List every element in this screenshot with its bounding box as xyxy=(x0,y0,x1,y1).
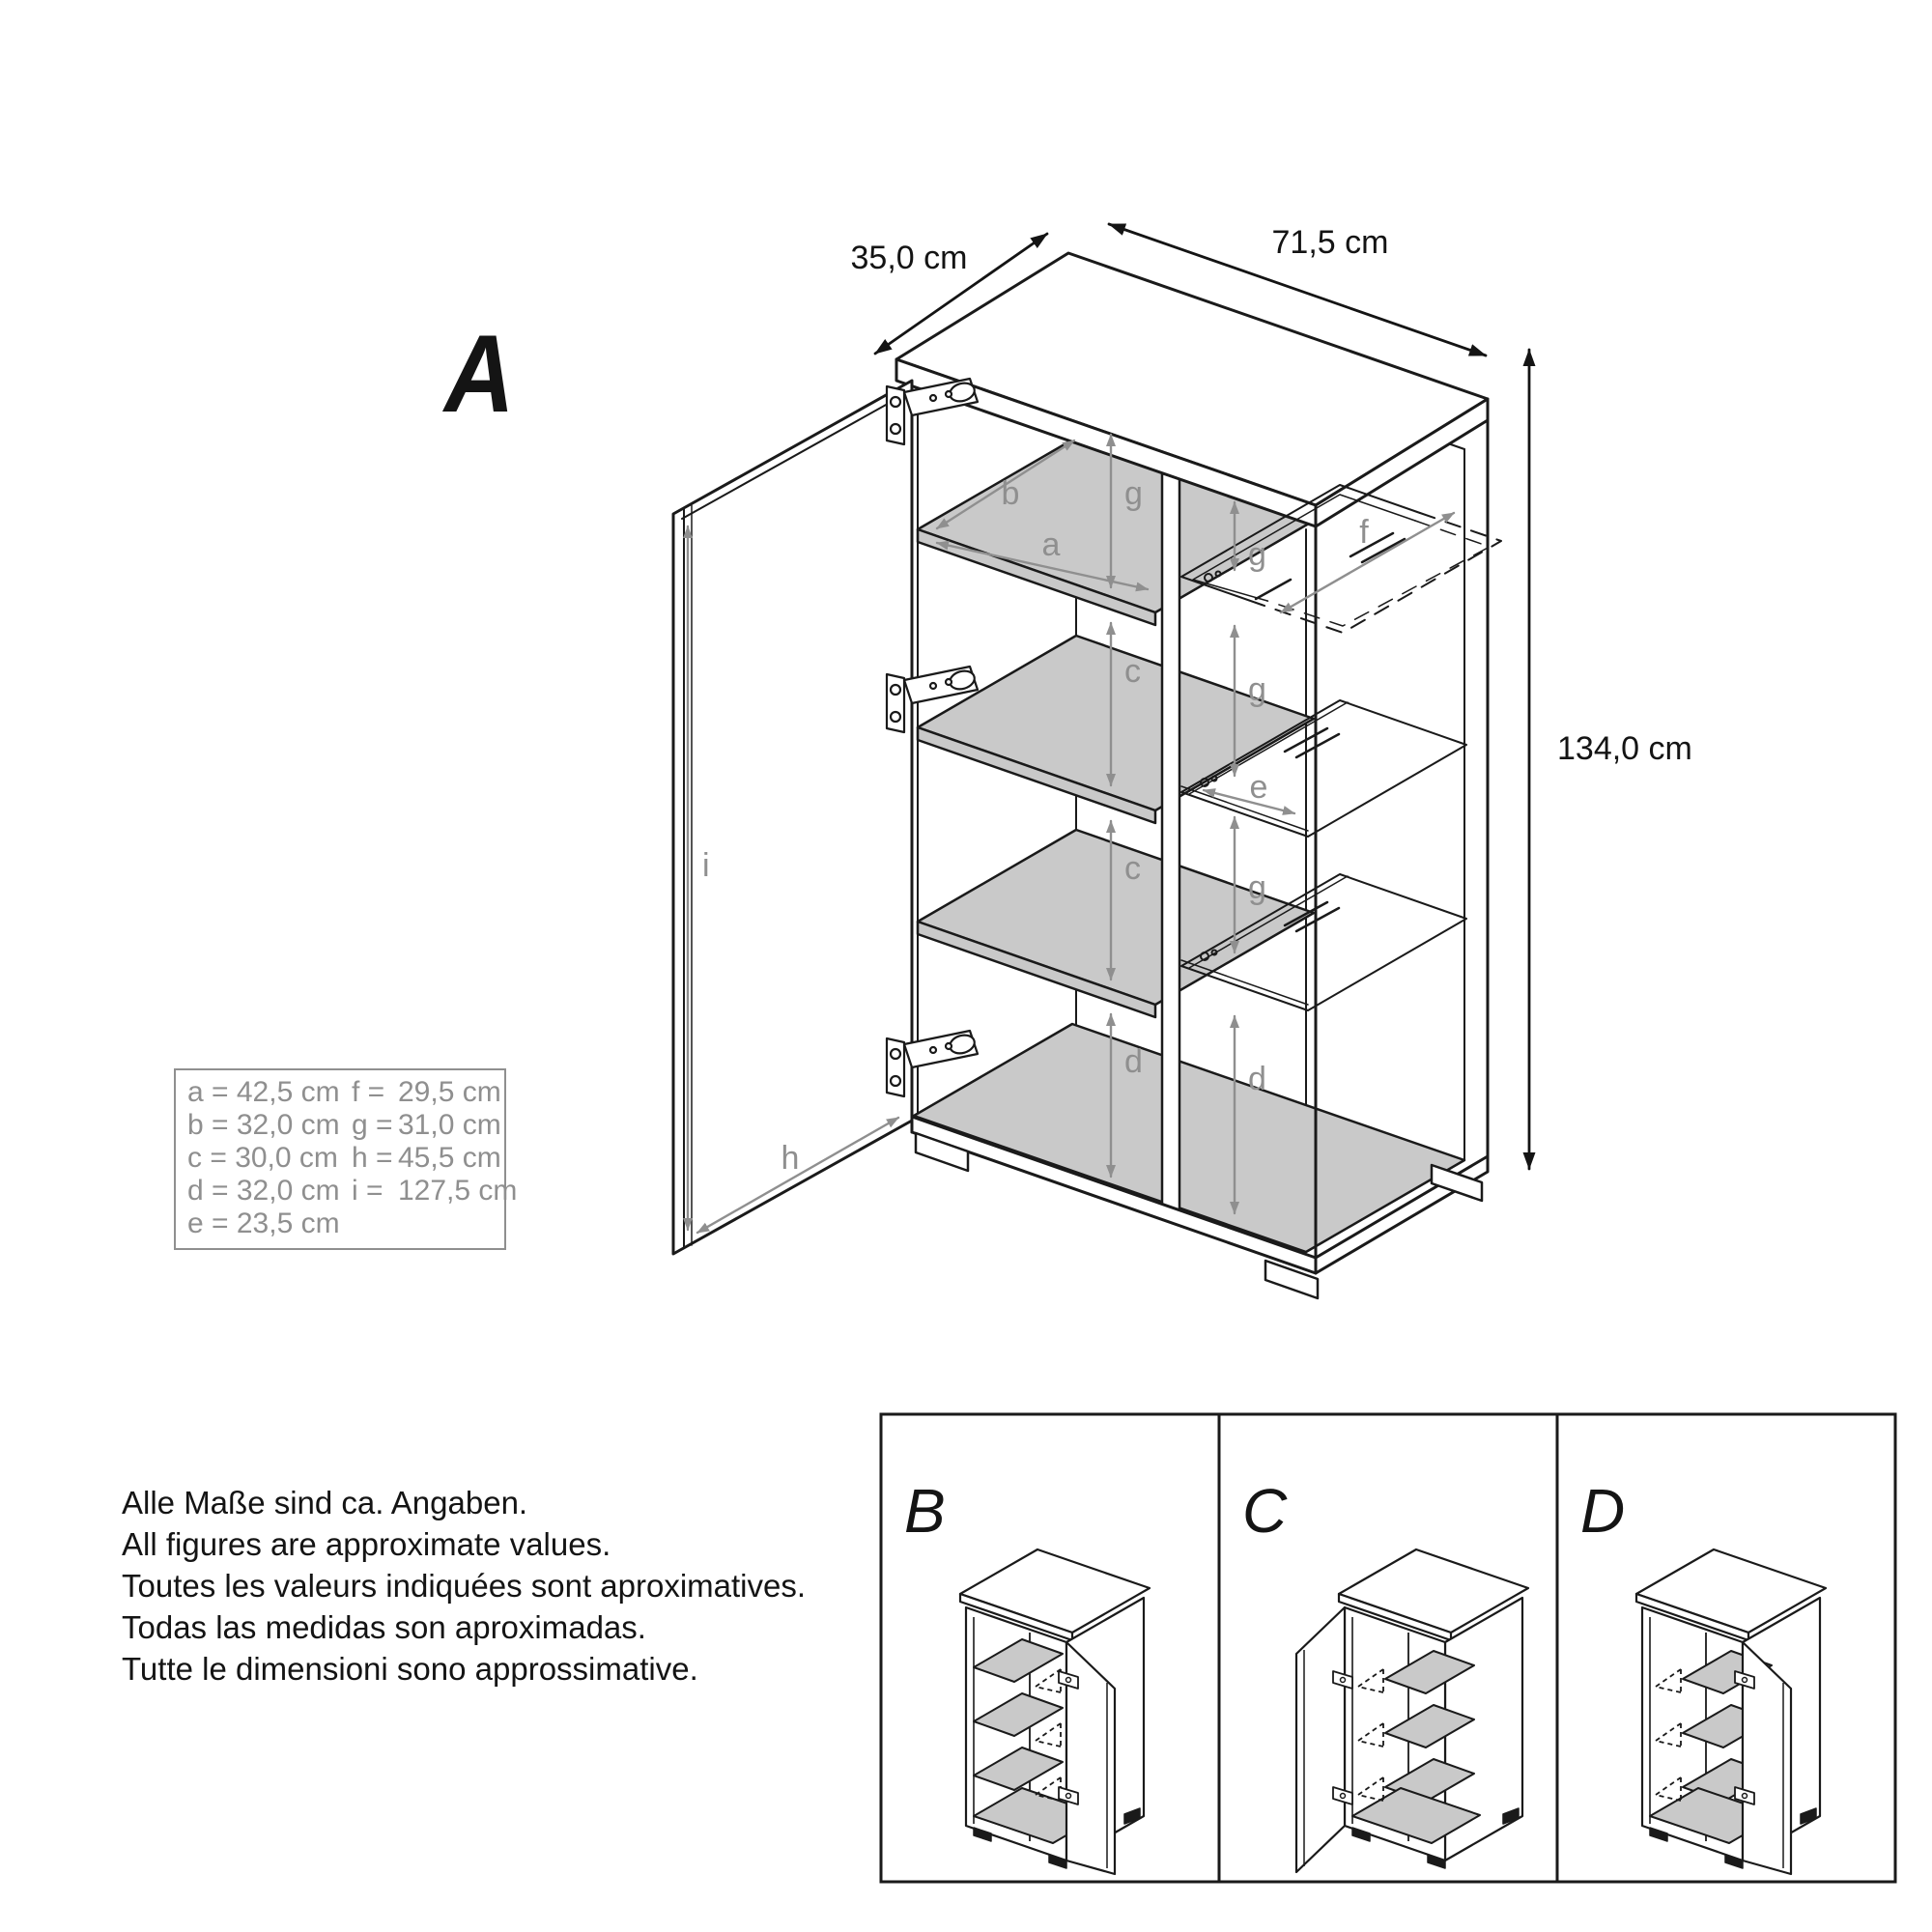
note-line-it: Tutte le dimensioni sono approssimative. xyxy=(122,1651,698,1687)
arrow-e xyxy=(1202,788,1296,815)
variant-label-d: D xyxy=(1580,1476,1625,1546)
label-f: f xyxy=(1359,514,1369,551)
legend-value: 29,5 cm xyxy=(398,1076,501,1108)
dimension-width-label: 71,5 cm xyxy=(1272,224,1389,261)
legend-value: 127,5 cm xyxy=(398,1175,518,1207)
variant-cabinet-b xyxy=(958,1548,1151,1876)
legend-value: h = xyxy=(352,1142,393,1174)
legend-row: d = 32,0 cm i = 127,5 cm xyxy=(187,1175,517,1208)
divider-panel xyxy=(1160,471,1181,1212)
cabinet-feet xyxy=(914,1131,1484,1300)
label-i: i xyxy=(702,847,710,884)
legend-value: a = 42,5 cm xyxy=(187,1076,340,1108)
legend-value: 45,5 cm xyxy=(398,1142,501,1174)
cabinet-a-drawing xyxy=(671,222,1536,1300)
legend-value: i = xyxy=(352,1175,384,1207)
legend-value: d = 32,0 cm xyxy=(187,1175,340,1207)
arrow-b xyxy=(935,439,1076,530)
note-line-de: Alle Maße sind ca. Angaben. xyxy=(122,1485,528,1520)
door-hinges xyxy=(885,377,980,1098)
variant-cabinet-c xyxy=(1294,1548,1530,1874)
legend-row: e = 23,5 cm xyxy=(187,1208,495,1240)
legend-value: e = 23,5 cm xyxy=(187,1208,340,1239)
legend-value xyxy=(352,1208,398,1240)
label-g-r2: g xyxy=(1248,671,1266,708)
arrow-width-715 xyxy=(1107,222,1488,357)
figure-label-a: A xyxy=(444,313,514,436)
hinge-bottom xyxy=(885,1029,980,1098)
label-g-left: g xyxy=(1124,475,1143,512)
hinge-top xyxy=(885,377,980,446)
dimension-arrows xyxy=(873,222,1536,1171)
note-line-fr: Toutes les valeurs indiquées sont aproxi… xyxy=(122,1568,807,1604)
dimension-depth-label: 35,0 cm xyxy=(851,240,968,276)
variant-cabinet-d xyxy=(1634,1548,1828,1876)
legend-value: c = 30,0 cm xyxy=(187,1142,338,1174)
label-a: a xyxy=(1042,526,1061,563)
legend-value: 31,0 cm xyxy=(398,1109,501,1141)
note-line-es: Todas las medidas son aproximadas. xyxy=(122,1609,646,1645)
legend-value xyxy=(398,1208,495,1240)
label-e: e xyxy=(1250,769,1268,806)
label-d-left: d xyxy=(1124,1043,1143,1080)
label-h: h xyxy=(781,1140,800,1177)
label-g-r1: g xyxy=(1248,536,1266,573)
variant-label-c: C xyxy=(1242,1476,1288,1546)
variant-label-b: B xyxy=(904,1476,946,1546)
legend-value: f = xyxy=(352,1076,385,1108)
legend-value: g = xyxy=(352,1109,393,1141)
dimension-legend: a = 42,5 cm f = 29,5 cm b = 32,0 cm g = … xyxy=(174,1068,517,1250)
approximation-notes: Alle Maße sind ca. Angaben. All figures … xyxy=(122,1482,806,1690)
variant-panels xyxy=(879,1412,1897,1884)
cabinet-door xyxy=(671,379,914,1256)
arrow-a xyxy=(935,540,1150,592)
note-line-en: All figures are approximate values. xyxy=(122,1526,611,1562)
label-c-1: c xyxy=(1124,653,1141,690)
arrow-h xyxy=(696,1116,900,1235)
hinge-middle xyxy=(885,665,980,734)
arrow-f xyxy=(1279,511,1456,614)
legend-value: b = 32,0 cm xyxy=(187,1109,340,1141)
label-g-r3: g xyxy=(1248,869,1266,906)
legend-row: a = 42,5 cm f = 29,5 cm xyxy=(187,1076,501,1109)
variant-panels-border xyxy=(879,1412,1897,1884)
labels: 35,0 cm 71,5 cm 134,0 cm g c c d b a g g… xyxy=(702,224,1692,1177)
legend-row: b = 32,0 cm g = 31,0 cm xyxy=(187,1109,501,1142)
arrow-depth-35 xyxy=(873,232,1049,355)
legend-row: c = 30,0 cm h = 45,5 cm xyxy=(187,1142,501,1175)
dimension-height-label: 134,0 cm xyxy=(1557,730,1692,767)
label-d-right: d xyxy=(1248,1061,1266,1097)
glass-shelf-lower xyxy=(1180,873,1467,1011)
label-c-2: c xyxy=(1124,850,1141,887)
measure-arrows xyxy=(683,433,1456,1235)
label-b: b xyxy=(1002,475,1020,512)
